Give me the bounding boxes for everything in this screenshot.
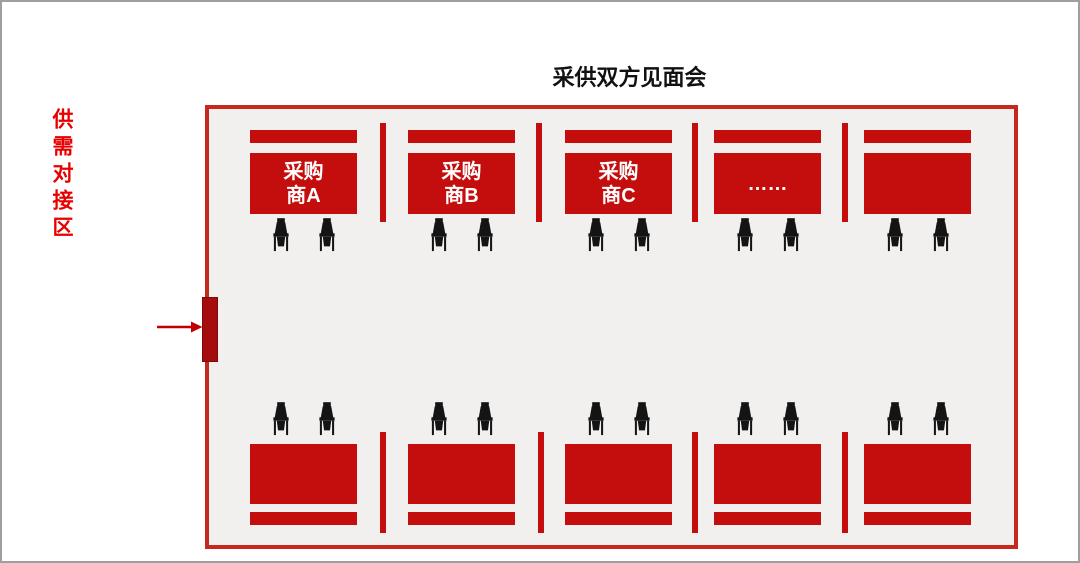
chair-icon: [631, 216, 653, 254]
booth-label: ……: [747, 172, 788, 195]
chair-icon: [780, 400, 802, 438]
supplier-table-1: [250, 400, 357, 527]
chair-icon: [316, 216, 338, 254]
booth-label: 采购 商C: [598, 160, 639, 207]
table-front-bar: [408, 512, 515, 525]
chair-icon: [884, 400, 906, 438]
booth-table: [565, 444, 672, 504]
chair-icon: [884, 216, 906, 254]
buyer-booth-more: ……: [714, 130, 821, 256]
chair-icon: [930, 400, 952, 438]
chair-icon: [428, 400, 450, 438]
chair-icon: [734, 216, 756, 254]
zone-label: 供需对接区: [50, 108, 73, 243]
chair-icon: [474, 216, 496, 254]
chair-icon: [734, 400, 756, 438]
booth-table: [864, 153, 971, 214]
chair-icon: [631, 400, 653, 438]
booth-table: 采购 商C: [565, 153, 672, 214]
table-front-bar: [714, 130, 821, 143]
supplier-table-2: [408, 400, 515, 527]
booth-divider: [380, 432, 386, 533]
chair-icon: [270, 216, 292, 254]
supplier-table-5: [864, 400, 971, 527]
chair-icon: [780, 216, 802, 254]
chair-icon: [428, 216, 450, 254]
table-front-bar: [408, 130, 515, 143]
chair-icon: [316, 400, 338, 438]
booth-divider: [538, 432, 544, 533]
supplier-table-3: [565, 400, 672, 527]
entrance-arrow-icon: [157, 321, 203, 333]
table-front-bar: [565, 130, 672, 143]
supplier-table-4: [714, 400, 821, 527]
buyer-booth-c: 采购 商C: [565, 130, 672, 256]
booth-divider: [692, 123, 698, 222]
chair-icon: [585, 216, 607, 254]
booth-table: ……: [714, 153, 821, 214]
table-front-bar: [864, 130, 971, 143]
booth-table: [250, 444, 357, 504]
table-front-bar: [250, 130, 357, 143]
booth-table: 采购 商A: [250, 153, 357, 214]
chair-icon: [930, 216, 952, 254]
booth-divider: [842, 123, 848, 222]
chair-icon: [474, 400, 496, 438]
booth-divider: [842, 432, 848, 533]
buyer-booth-b: 采购 商B: [408, 130, 515, 256]
page-title: 采供双方见面会: [552, 65, 707, 90]
buyer-booth-a: 采购 商A: [250, 130, 357, 256]
booth-divider: [692, 432, 698, 533]
booth-table: [714, 444, 821, 504]
chair-icon: [270, 400, 292, 438]
table-front-bar: [864, 512, 971, 525]
entrance-door: [202, 297, 218, 362]
table-front-bar: [565, 512, 672, 525]
booth-divider: [380, 123, 386, 222]
booth-table: [408, 444, 515, 504]
booth-divider: [536, 123, 542, 222]
table-front-bar: [250, 512, 357, 525]
booth-table: [864, 444, 971, 504]
buyer-booth-empty: [864, 130, 971, 256]
booth-label: 采购 商B: [441, 160, 482, 207]
booth-label: 采购 商A: [283, 160, 324, 207]
chair-icon: [585, 400, 607, 438]
table-front-bar: [714, 512, 821, 525]
booth-table: 采购 商B: [408, 153, 515, 214]
